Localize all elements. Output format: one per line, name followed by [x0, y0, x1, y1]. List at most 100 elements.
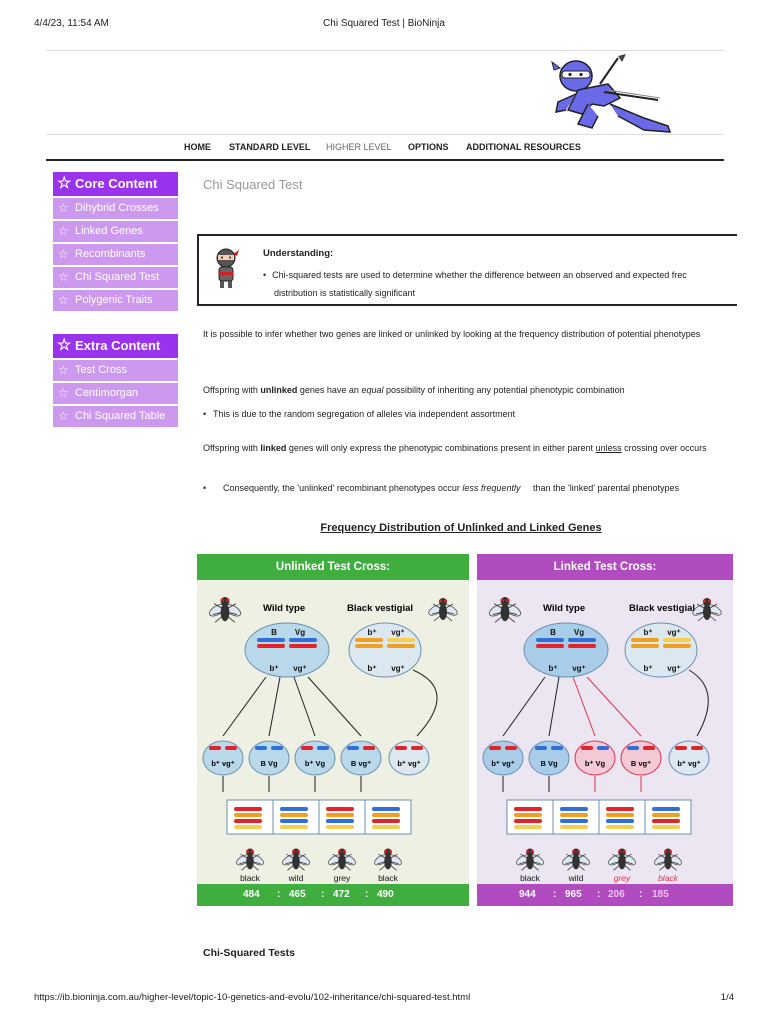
understanding-heading: Understanding:: [263, 248, 334, 259]
print-url: https://ib.bioninja.com.au/higher-level/…: [34, 992, 471, 1003]
gamete-cell: [340, 740, 382, 776]
chromosome: [568, 638, 596, 642]
page-title: Chi Squared Test: [203, 177, 303, 192]
sidebar-extra: ☆ Extra Content ☆Test Cross ☆Centimorgan…: [53, 334, 178, 427]
gamete-label: B vg⁺: [631, 759, 651, 768]
chromosome: [505, 746, 517, 750]
offspring-label-line-1: black: [520, 873, 541, 883]
sidebar-item-chi-squared-test[interactable]: ☆Chi Squared Test: [53, 267, 178, 288]
chromosome: [643, 746, 655, 750]
nav-standard-level[interactable]: STANDARD LEVEL: [229, 142, 311, 152]
unlinked-counts-bar: 484 : 465 : 472 : 490: [197, 884, 469, 906]
chromosome: [317, 746, 329, 750]
text-span: Offspring with: [203, 385, 261, 395]
underline-unless: unless: [595, 443, 622, 453]
sidebar-item-dihybrid-crosses[interactable]: ☆Dihybrid Crosses: [53, 198, 178, 219]
gamete-label: b⁺ vg⁺: [211, 759, 234, 768]
chromosome: [255, 746, 267, 750]
sidebar-item-label: Polygenic Traits: [75, 294, 153, 306]
star-icon: ☆: [58, 409, 69, 423]
chromosome: [652, 813, 680, 817]
sidebar-item-label: Recombinants: [75, 248, 146, 260]
offspring-label-line-1: grey: [614, 873, 631, 883]
count-separator: :: [321, 889, 325, 900]
parent-cell-black-vestigial: [624, 622, 698, 678]
allele-label: b⁺: [269, 664, 278, 673]
chromosome: [536, 638, 564, 642]
chromosome: [597, 746, 609, 750]
unlinked-header: Unlinked Test Cross:: [197, 554, 469, 580]
nav-higher-level[interactable]: HIGHER LEVEL: [326, 142, 392, 152]
sidebar-item-label: Test Cross: [75, 364, 127, 376]
gamete-cell: [482, 740, 524, 776]
sidebar-item-test-cross[interactable]: ☆Test Cross: [53, 360, 178, 381]
arrow: [293, 676, 316, 737]
fruit-fly-icon: [692, 598, 722, 622]
allele-label: Vg: [574, 628, 584, 637]
paragraph-linked: Offspring with linked genes will only ex…: [203, 440, 723, 457]
arrow: [572, 676, 596, 737]
count-grey-vestigial: 206: [608, 889, 625, 900]
frequency-distribution-figure: Unlinked Test Cross: Wild type Black vest…: [197, 554, 733, 906]
sidebar-core: ☆ Core Content ☆Dihybrid Crosses ☆Linked…: [53, 172, 178, 311]
nav-additional-resources[interactable]: ADDITIONAL RESOURCES: [466, 142, 581, 152]
parent-cell-wild-type: [244, 622, 330, 678]
parent-label-wild-type: Wild type: [263, 603, 305, 614]
count-black-vestigial: 944: [519, 889, 536, 900]
fruit-fly-icon: [328, 848, 356, 871]
arrow: [412, 669, 438, 737]
chromosome: [652, 825, 680, 829]
gamete-cell: [574, 740, 616, 776]
nav-options[interactable]: OPTIONS: [408, 142, 449, 152]
chromosome: [663, 644, 691, 648]
allele-label: vg⁺: [391, 664, 405, 673]
nav-home[interactable]: HOME: [184, 142, 211, 152]
star-icon: ☆: [58, 386, 69, 400]
chromosome: [560, 807, 588, 811]
understanding-line-1: Chi-squared tests are used to determine …: [272, 270, 687, 280]
bullet-independent-assortment: This is due to the random segregation of…: [203, 406, 723, 423]
chromosome: [257, 638, 285, 642]
count-separator: :: [553, 889, 557, 900]
fruit-fly-icon: [428, 598, 458, 622]
chromosome: [234, 807, 262, 811]
text-span: genes will only express the phenotypic c…: [286, 443, 596, 453]
offspring-label-line-1: black: [378, 873, 399, 883]
chromosome: [489, 746, 501, 750]
offspring-label-line-1: wild: [568, 873, 584, 883]
fruit-fly-icon: [282, 848, 310, 871]
star-icon: ☆: [58, 247, 69, 261]
sidebar-item-chi-squared-table[interactable]: ☆Chi Squared Table: [53, 406, 178, 427]
chromosome: [560, 813, 588, 817]
gamete-label: b⁺ Vg: [305, 759, 326, 768]
chromosome: [514, 807, 542, 811]
understanding-body: •Chi-squared tests are used to determine…: [263, 266, 687, 302]
gamete-label: B vg⁺: [351, 759, 371, 768]
chromosome: [280, 813, 308, 817]
chromosome: [411, 746, 423, 750]
linked-counts-bar: 944 : 965 : 206 : 185: [477, 884, 733, 906]
chromosome: [631, 638, 659, 642]
chromosome: [535, 746, 547, 750]
parent-label-black-vestigial: Black vestigial: [629, 603, 695, 614]
chromosome: [301, 746, 313, 750]
chromosome: [234, 813, 262, 817]
linked-header: Linked Test Cross:: [477, 554, 733, 580]
sidebar-extra-heading: ☆ Extra Content: [53, 334, 178, 358]
sidebar-item-label: Linked Genes: [75, 225, 143, 237]
bullet-recombinant-frequency: Consequently, the 'unlinked' recombinant…: [203, 480, 723, 497]
fruit-fly-icon: [516, 848, 544, 871]
sidebar-item-recombinants[interactable]: ☆ Recombinants: [53, 244, 178, 265]
sidebar-item-polygenic-traits[interactable]: ☆Polygenic Traits: [53, 290, 178, 311]
bioninja-logo[interactable]: [548, 54, 678, 134]
figure-title: Frequency Distribution of Unlinked and L…: [320, 522, 602, 534]
chromosome: [387, 638, 415, 642]
chromosome: [631, 644, 659, 648]
chromosome: [289, 644, 317, 648]
chromosome: [560, 825, 588, 829]
offspring-label-line-1: black: [240, 873, 261, 883]
sidebar-item-centimorgan[interactable]: ☆Centimorgan: [53, 383, 178, 404]
bold-unlinked: unlinked: [260, 385, 298, 395]
sidebar-item-linked-genes[interactable]: ☆Linked Genes: [53, 221, 178, 242]
